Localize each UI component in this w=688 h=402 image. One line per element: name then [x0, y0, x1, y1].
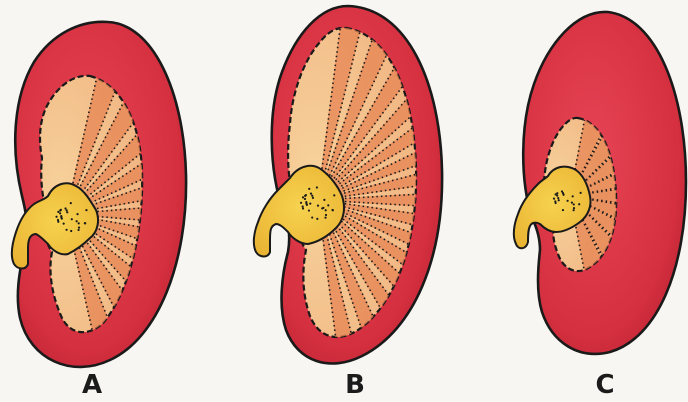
pelvis-dot	[311, 195, 313, 197]
pelvis-dot	[308, 209, 310, 211]
pelvis-dot	[556, 195, 558, 197]
pelvis-dot	[567, 200, 569, 202]
pelvis-dot	[572, 195, 574, 197]
pelvis-dot	[302, 207, 304, 209]
pelvis-dot	[309, 203, 311, 205]
pelvis-dot	[312, 197, 314, 199]
pelvis-dot	[317, 205, 319, 207]
kidney-a	[12, 22, 226, 371]
pelvis-dot	[85, 209, 87, 211]
pelvis-dot	[323, 199, 325, 201]
pelvis-dot	[553, 198, 555, 200]
label-b: B	[335, 370, 375, 400]
pelvis-dot	[55, 216, 57, 218]
pelvis-dot	[302, 205, 304, 207]
pelvis-dot	[573, 207, 575, 209]
pelvis-dot	[327, 204, 329, 206]
pelvis-dot	[78, 222, 80, 224]
pelvis-dot	[76, 220, 78, 222]
pelvis-dot	[63, 222, 65, 224]
pelvis-dot	[578, 203, 580, 205]
pelvis-dot	[580, 192, 582, 194]
pelvis-dot	[59, 212, 61, 214]
pelvis-dot	[325, 209, 327, 211]
pelvis-dot	[557, 197, 559, 199]
pelvis-dot	[316, 186, 318, 188]
pelvis-dot	[60, 216, 62, 218]
pelvis-dot	[300, 202, 302, 204]
label-a: A	[72, 370, 112, 400]
pelvis-dot	[316, 218, 318, 220]
pelvis-dot	[84, 222, 86, 224]
pelvis-dot	[70, 202, 72, 204]
pelvis-dot	[60, 209, 62, 211]
pelvis-dot	[558, 199, 560, 201]
pelvis-dot	[305, 194, 307, 196]
pelvis-dot	[333, 194, 335, 196]
pelvis-dot	[78, 226, 80, 228]
pelvis-dot	[71, 218, 73, 220]
pelvis-dot	[57, 221, 59, 223]
pelvis-dot	[304, 198, 306, 200]
pelvis-dot	[325, 214, 327, 216]
pelvis-dot	[65, 229, 67, 231]
kidney-c	[514, 12, 686, 354]
pelvis-dot	[66, 211, 68, 213]
pelvis-dot	[308, 188, 310, 190]
pelvis-dot	[573, 203, 575, 205]
pelvis-dot	[302, 196, 304, 198]
pelvis-dot	[310, 192, 312, 194]
pelvis-dot	[561, 190, 563, 192]
pelvis-dot	[305, 203, 307, 205]
label-c: C	[585, 370, 625, 400]
kidney-b	[254, 0, 538, 402]
pelvis-dot	[555, 202, 557, 204]
pelvis-dot	[324, 217, 326, 219]
pelvis-dot	[311, 216, 313, 218]
pelvis-dot	[77, 229, 79, 231]
pelvis-dot	[562, 209, 564, 211]
pelvis-dot	[64, 207, 66, 209]
pelvis-dot	[571, 201, 573, 203]
pelvis-dot	[66, 209, 68, 211]
pelvis-dot	[70, 230, 72, 232]
pelvis-dot	[573, 209, 575, 211]
pelvis-dot	[76, 213, 78, 215]
pelvis-dot	[57, 211, 59, 213]
pelvis-dot	[332, 209, 334, 211]
pelvis-dot	[321, 207, 323, 209]
